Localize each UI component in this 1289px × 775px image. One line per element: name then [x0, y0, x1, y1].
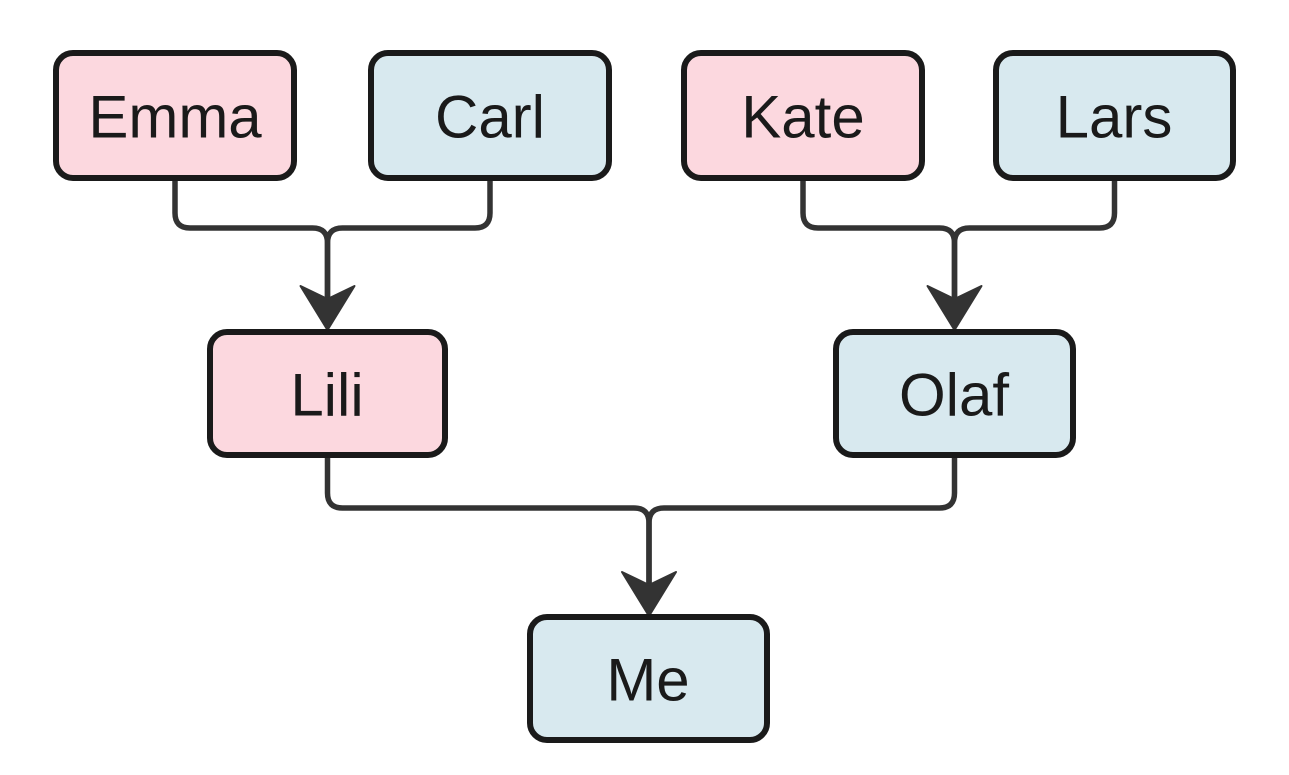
edge-group: [172, 175, 1118, 617]
node-emma: Emma: [53, 50, 297, 181]
node-carl: Carl: [368, 50, 612, 181]
node-olaf-box: [833, 329, 1076, 458]
edge-lili-me: [324, 452, 652, 591]
node-kate: Kate: [681, 50, 925, 181]
edge-carl-lili: [324, 175, 493, 305]
arrowhead-into-lili: [299, 285, 356, 331]
node-lars-box: [993, 50, 1236, 181]
node-me: Me: [527, 614, 770, 743]
edge-lars-olaf: [951, 175, 1118, 305]
node-olaf: Olaf: [833, 329, 1076, 458]
node-me-label: Me: [606, 647, 689, 714]
node-carl-box: [368, 50, 612, 181]
node-lars-label: Lars: [1056, 84, 1173, 151]
node-kate-label: Kate: [741, 84, 864, 151]
edge-olaf-me: [646, 452, 958, 591]
node-carl-label: Carl: [435, 84, 545, 151]
node-lars: Lars: [993, 50, 1236, 181]
node-lili: Lili: [207, 329, 448, 458]
arrowhead-into-olaf: [926, 285, 983, 331]
arrowhead-into-me: [621, 571, 677, 617]
edge-kate-olaf: [800, 175, 958, 305]
edge-emma-lili: [172, 175, 331, 305]
node-olaf-label: Olaf: [899, 362, 1009, 429]
node-emma-label: Emma: [88, 84, 262, 151]
node-kate-box: [681, 50, 925, 181]
node-lili-box: [207, 329, 448, 458]
node-me-box: [527, 614, 770, 743]
node-lili-label: Lili: [290, 362, 363, 429]
node-emma-box: [53, 50, 297, 181]
